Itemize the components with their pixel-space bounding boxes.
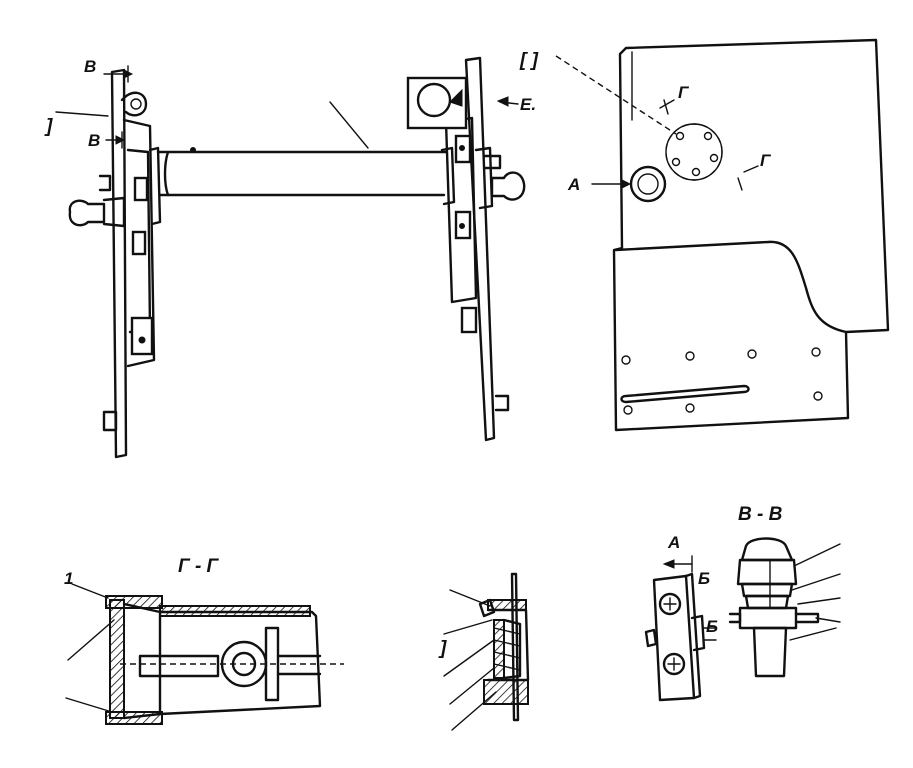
label-bracket-left: ] bbox=[44, 116, 53, 137]
label-g-top: Г bbox=[678, 83, 690, 102]
detail-a-view bbox=[644, 555, 717, 702]
label-b-top: Б bbox=[698, 569, 710, 588]
section-vv-view bbox=[728, 537, 841, 678]
label-b-side: Б bbox=[706, 617, 718, 636]
label-e: Е. bbox=[520, 95, 536, 114]
label-num-one: 1 bbox=[64, 569, 73, 588]
label-a-detail: А bbox=[667, 533, 680, 552]
plate-view bbox=[555, 38, 890, 432]
label-bracket-mid: ] bbox=[438, 638, 447, 659]
label-section-vv: В - В bbox=[738, 504, 783, 525]
label-v-mid: В bbox=[88, 131, 100, 150]
label-a-plate: А bbox=[567, 175, 580, 194]
main-assembly-view bbox=[55, 56, 526, 459]
label-section-gg: Г - Г bbox=[178, 556, 220, 577]
label-v-top: В bbox=[84, 57, 96, 76]
mid-detail-view bbox=[443, 572, 530, 731]
label-bracket-top: [ ] bbox=[519, 50, 539, 71]
section-gg-view bbox=[65, 583, 344, 725]
label-g-right: Г bbox=[760, 151, 772, 170]
